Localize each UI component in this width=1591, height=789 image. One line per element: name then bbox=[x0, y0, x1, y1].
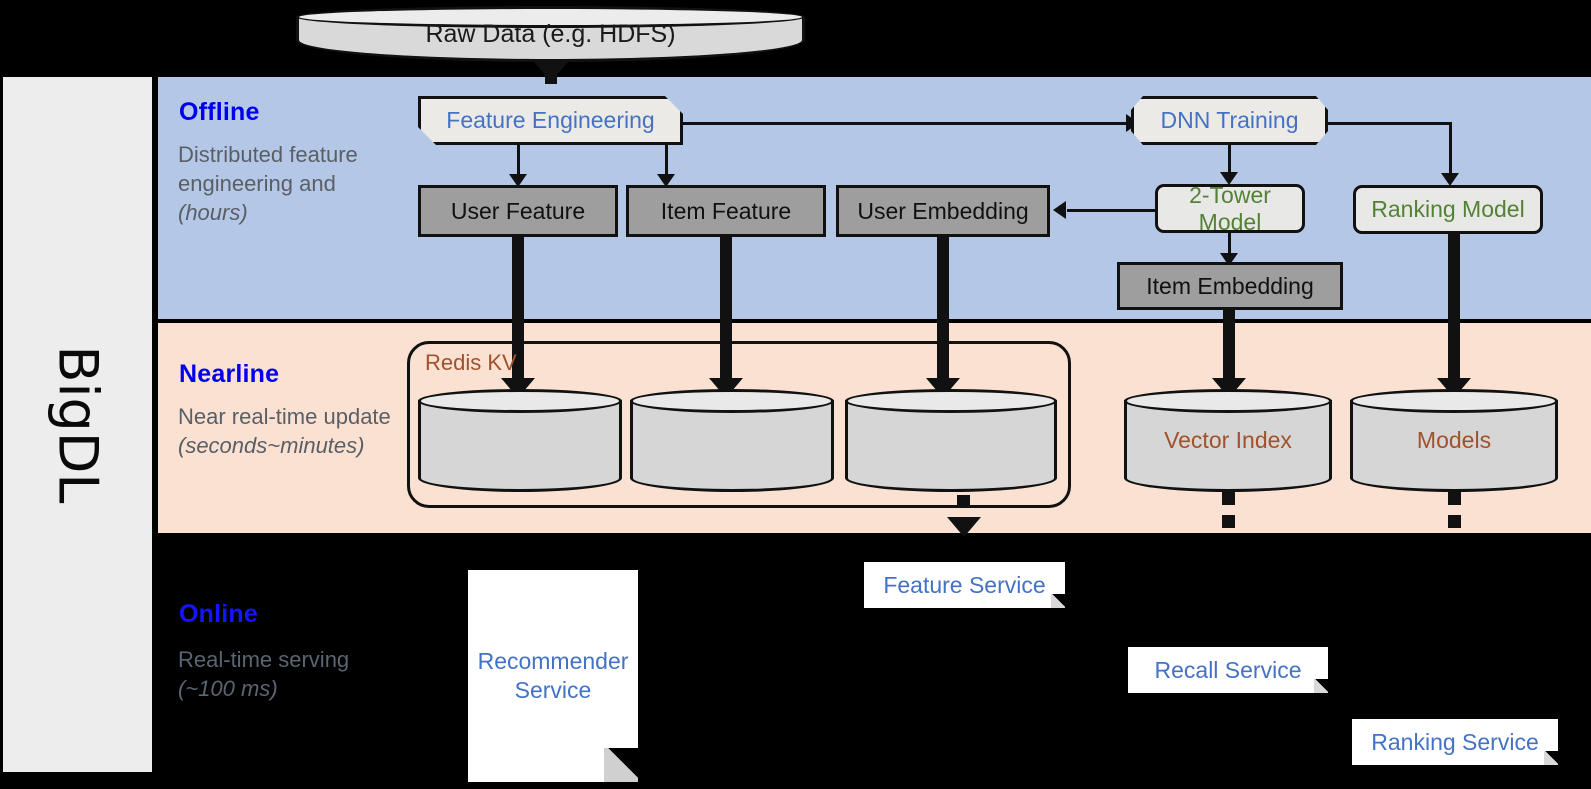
feature-service-label: Feature Service bbox=[883, 571, 1046, 598]
connector-dnn-twotower bbox=[1228, 145, 1231, 177]
connector-fe-dnn bbox=[683, 122, 1129, 125]
dash-vectorindex-recall-1 bbox=[1222, 492, 1235, 505]
connector-twotower-userembedding bbox=[1067, 209, 1162, 212]
redis-store-2-label bbox=[630, 389, 834, 492]
pipe-itemembedding-vectorindex bbox=[1223, 310, 1235, 388]
models-label: Models bbox=[1416, 427, 1492, 453]
nearline-subtitle-em: (seconds~minutes) bbox=[178, 433, 365, 459]
recommender-service-label: Recommender Service bbox=[477, 648, 629, 703]
redis-store-2-body bbox=[630, 400, 834, 492]
raw-data-store[interactable]: Raw Data (e.g. HDFS) bbox=[296, 6, 805, 62]
redis-store-1-body bbox=[418, 400, 622, 492]
page-fold-icon bbox=[1051, 594, 1065, 608]
ranking-service-label: Ranking Service bbox=[1371, 728, 1539, 755]
ranking-service-node[interactable]: Ranking Service bbox=[1352, 719, 1558, 765]
redis-store-1[interactable] bbox=[418, 389, 622, 492]
feature-engineering-node[interactable]: Feature Engineering bbox=[418, 96, 683, 145]
connector-fe-userfeature bbox=[517, 145, 520, 177]
redis-store-3-top bbox=[845, 389, 1057, 413]
redis-store-3-label bbox=[845, 389, 1057, 492]
vector-index-body bbox=[1124, 400, 1332, 492]
page-fold-icon bbox=[1314, 679, 1328, 693]
item-embedding-node[interactable]: Item Embedding bbox=[1117, 262, 1343, 310]
user-embedding-label: User Embedding bbox=[857, 197, 1029, 224]
two-tower-model-label: 2-Tower Model bbox=[1189, 181, 1271, 235]
dnn-training-label: DNN Training bbox=[1160, 107, 1299, 133]
feature-service-node[interactable]: Feature Service bbox=[864, 562, 1065, 608]
pipe-userembedding-store bbox=[937, 237, 949, 388]
models-store[interactable]: Models bbox=[1350, 389, 1558, 492]
offline-subtitle: Distributed feature engineering and (hou… bbox=[178, 140, 383, 227]
redis-store-2[interactable] bbox=[630, 389, 834, 492]
page-fold-icon bbox=[1544, 751, 1558, 765]
connector-fe-itemfeature bbox=[665, 145, 668, 177]
pipe-itemfeature-store bbox=[720, 237, 732, 388]
dash-vectorindex-recall-2 bbox=[1222, 515, 1235, 528]
offline-title: Offline bbox=[179, 98, 260, 126]
pipe-rankingmodel-models bbox=[1448, 234, 1460, 388]
item-feature-node[interactable]: Item Feature bbox=[626, 185, 826, 237]
redis-store-3-body bbox=[845, 400, 1057, 492]
models-top bbox=[1350, 389, 1558, 413]
arrowhead-twotower-userembedding bbox=[1053, 201, 1066, 219]
recall-service-label: Recall Service bbox=[1154, 656, 1302, 683]
platform-rail-label: BigDL bbox=[3, 77, 152, 772]
connector-dnn-ranking-h bbox=[1328, 122, 1452, 125]
arrowhead-fe-itemfeature bbox=[657, 174, 675, 187]
ranking-model-node[interactable]: Ranking Model bbox=[1353, 185, 1543, 234]
online-title: Online bbox=[179, 600, 258, 628]
recall-service-node[interactable]: Recall Service bbox=[1128, 647, 1328, 693]
redis-store-3[interactable] bbox=[845, 389, 1057, 492]
redis-store-2-top bbox=[630, 389, 834, 413]
dash-redis-featureservice-1 bbox=[957, 495, 970, 508]
dash-models-ranking-1 bbox=[1448, 492, 1461, 505]
vector-index-label: Vector Index bbox=[1164, 427, 1292, 453]
user-feature-node[interactable]: User Feature bbox=[418, 185, 618, 237]
item-feature-label: Item Feature bbox=[660, 197, 792, 224]
pipe-userfeature-store bbox=[512, 237, 524, 388]
offline-subtitle-text: Distributed feature engineering and bbox=[178, 142, 358, 197]
connector-dnn-ranking-v bbox=[1449, 122, 1452, 177]
vector-index-top bbox=[1124, 389, 1332, 413]
user-feature-label: User Feature bbox=[450, 197, 586, 224]
dash-models-ranking-2 bbox=[1448, 515, 1461, 528]
vector-index-store[interactable]: Vector Index bbox=[1124, 389, 1332, 492]
online-subtitle-text: Real-time serving bbox=[178, 647, 350, 672]
arrowhead-fe-userfeature bbox=[509, 174, 527, 187]
dnn-training-node[interactable]: DNN Training bbox=[1131, 96, 1328, 145]
redis-store-1-top bbox=[418, 389, 622, 413]
arrowhead-rawdata-fe bbox=[534, 62, 568, 82]
raw-data-label: Raw Data (e.g. HDFS) bbox=[425, 19, 676, 48]
arrowhead-dnn-twotower bbox=[1220, 172, 1238, 185]
platform-name: BigDL bbox=[46, 345, 109, 504]
redis-kv-container[interactable] bbox=[407, 341, 1071, 508]
user-embedding-node[interactable]: User Embedding bbox=[836, 185, 1050, 237]
platform-rail: BigDL bbox=[3, 77, 152, 772]
online-subtitle-em: (~100 ms) bbox=[178, 676, 278, 702]
connector-twotower-itemembedding bbox=[1228, 233, 1231, 261]
nearline-title: Nearline bbox=[179, 360, 280, 388]
feature-engineering-label: Feature Engineering bbox=[446, 107, 655, 133]
nearline-subtitle: Near real-time update (seconds~minutes) bbox=[178, 402, 403, 460]
offline-subtitle-em: (hours) bbox=[178, 200, 248, 226]
redis-kv-label: Redis KV bbox=[425, 350, 517, 375]
raw-data-top bbox=[296, 6, 805, 28]
ranking-model-label: Ranking Model bbox=[1371, 196, 1525, 222]
redis-store-1-label bbox=[418, 389, 622, 492]
online-subtitle: Real-time serving (~100 ms) bbox=[178, 645, 368, 703]
recommender-service-node[interactable]: Recommender Service bbox=[468, 570, 638, 782]
models-body bbox=[1350, 400, 1558, 492]
arrowhead-dnn-ranking bbox=[1441, 173, 1459, 186]
item-embedding-label: Item Embedding bbox=[1146, 272, 1314, 299]
two-tower-model-node[interactable]: 2-Tower Model bbox=[1155, 181, 1305, 235]
nearline-subtitle-text: Near real-time update bbox=[178, 404, 391, 429]
page-fold-icon bbox=[604, 748, 638, 782]
arrowhead-redis-featureservice bbox=[947, 517, 981, 537]
